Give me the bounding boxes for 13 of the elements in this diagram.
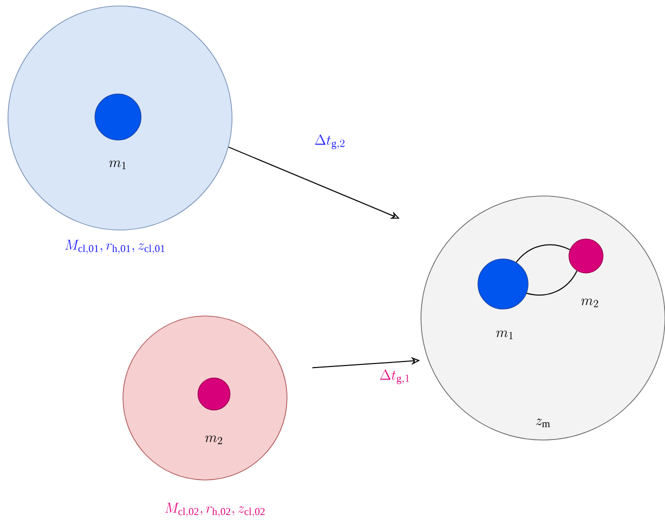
edge-label: $\Delta t_{\mathrm{g},1}$: [380, 369, 410, 384]
parameter-label: $M_{\mathrm{cl,02}}, r_{\mathrm{h,02}}, z_{\mathrm{cl,02}}$: [165, 502, 265, 518]
mass-label: $m_1$: [496, 330, 513, 340]
edge-label: $\Delta t_{\mathrm{g},2}$: [315, 134, 344, 150]
mass-label: $m_2$: [581, 298, 598, 308]
mass-label: $z_{\mathrm{m}}$: [536, 418, 550, 428]
orbit-line: [526, 270, 578, 296]
mass-label: $m_1$: [109, 160, 126, 170]
halo-circle: [122, 316, 288, 480]
halo-circle: [8, 6, 232, 230]
orbit-line: [516, 244, 570, 263]
parameter-label: $M_{\mathrm{cl,01}}, r_{\mathrm{h,01}}, z_{\mathrm{cl,01}}$: [65, 240, 165, 254]
mass-label: $m_2$: [205, 436, 222, 444]
